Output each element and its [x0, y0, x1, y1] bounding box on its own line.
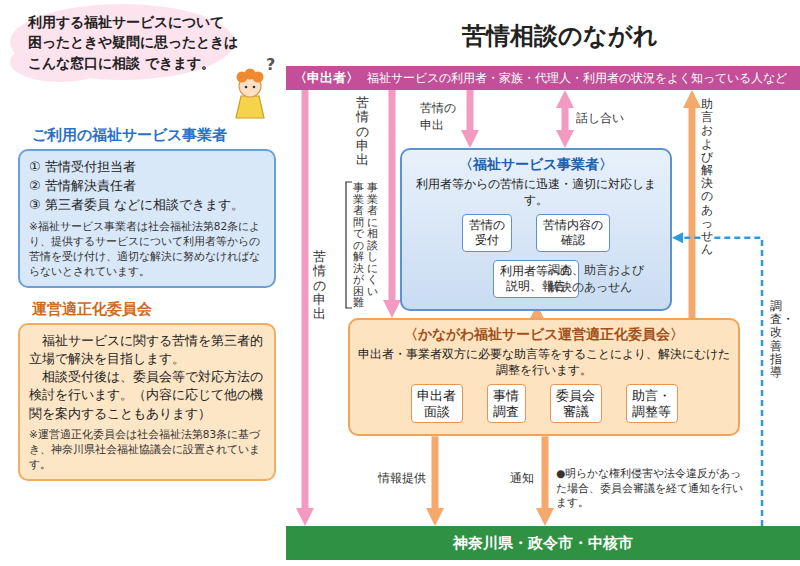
- process-box: 〈かながわ福祉サービス運営適正化委員会〉申出者・事業者双方に必要な助言等をするこ…: [348, 318, 740, 436]
- info-panel: 運営適正化委員会福祉サービスに関する苦情を第三者的立場で解決を目指します。相談受…: [18, 300, 276, 481]
- box-text: 利用者等からの苦情に迅速・適切に対応します。: [408, 176, 664, 208]
- band-text: 福祉サービスの利用者・家族・代理人・利用者の状況をよく知っている人など: [367, 70, 787, 87]
- step-box: 苦情内容の 確認: [536, 214, 610, 252]
- box-heading: 〈福祉サービス事業者〉: [408, 155, 664, 174]
- band: 〈申出者〉福祉サービスの利用者・家族・代理人・利用者の状況をよく知っている人など: [286, 66, 800, 90]
- section-frame: 福祉サービスに関する苦情を第三者的立場で解決を目指します。相談受付後は、委員会等…: [18, 323, 276, 481]
- edge-label: 調査、助言および 解決のあっせん: [548, 262, 654, 296]
- diagram-title: 苦情相談のながれ: [420, 20, 700, 52]
- edge-label: 苦情の 申出: [420, 100, 460, 134]
- body-text: ② 苦情解決責任者: [29, 177, 265, 196]
- footnote: ※運営適正化委員会は社会福祉法第83条に基づき、神奈川県社会福祉協議会に設置され…: [29, 427, 265, 473]
- band: 神奈川県・政令市・中核市: [286, 526, 800, 560]
- footnote: ※福祉サービス事業者は社会福祉法第82条により、提供するサービスについて利用者等…: [29, 219, 265, 280]
- flow-arrow: [542, 436, 549, 517]
- section-frame: ① 苦情受付担当者② 苦情解決責任者③ 第三者委員 などに相談できます。 ※福祉サ…: [18, 149, 276, 288]
- step-box: 事情 調査: [487, 384, 526, 423]
- note-text: ●明らかな権利侵害や法令違反があった場合、委員会審議を経て通知を行います。: [556, 466, 748, 510]
- edge-label: 話し合い: [576, 110, 636, 127]
- flow-arrow: [389, 90, 396, 309]
- edge-label: 助言および 解決のあっせん: [701, 98, 713, 256]
- step-text: 申出者 面談: [417, 388, 457, 419]
- edge-label: 情報提供: [378, 470, 430, 487]
- flow-arrow: [467, 90, 474, 139]
- edge-label: 調査・改善指導: [770, 300, 782, 379]
- body-text: ③ 第三者委員 などに相談できます。: [29, 196, 265, 215]
- flow-arrow: [689, 99, 696, 318]
- annotation: ?: [266, 54, 280, 76]
- step-box: 申出者 面談: [411, 384, 463, 423]
- step-text: 事情 調査: [493, 388, 520, 419]
- step-box: 苦情の 受付: [462, 214, 512, 252]
- annotation: 事業者間での解決が困難: [353, 182, 364, 309]
- box-heading: 〈かながわ福祉サービス運営適正化委員会〉: [356, 325, 732, 344]
- edge-label: 通知: [510, 470, 538, 487]
- box-text: 申出者・事業者双方に必要な助言等をすることにより、解決にむけた調整を行います。: [356, 346, 732, 378]
- step-text: 委員会 審議: [556, 388, 596, 419]
- info-panel: ご利用の福祉サービス事業者 ① 苦情受付担当者② 苦情解決責任者③ 第三者委員 な…: [18, 126, 276, 288]
- band-heading: 〈申出者〉: [294, 70, 359, 87]
- bracket: [346, 182, 352, 308]
- step-text: 苦情内容の 確認: [542, 218, 604, 248]
- section-heading: 運営適正化委員会: [32, 300, 276, 319]
- annotation: 事業者に相談しにくい: [367, 182, 378, 297]
- step-text: 苦情の 受付: [468, 218, 506, 248]
- edge-label: 苦情の申出: [356, 96, 369, 167]
- flow-arrow: [302, 90, 309, 517]
- step-text: 助言・ 調整等: [632, 388, 672, 419]
- step-box: 助言・ 調整等: [626, 384, 678, 423]
- body-text: ① 苦情受付担当者: [29, 158, 265, 177]
- section-heading: ご利用の福祉サービス事業者: [32, 126, 276, 145]
- flow-arrow: [562, 99, 569, 139]
- band-heading: 神奈川県・政令市・中核市: [453, 534, 633, 553]
- flow-arrow: [432, 436, 439, 517]
- body-text: 福祉サービスに関する苦情を第三者的立場で解決を目指します。: [29, 332, 265, 368]
- body-text: 相談受付後は、委員会等で対応方法の検討を行います。（内容に応じて他の機関を案内す…: [29, 368, 265, 422]
- person-figure: [236, 69, 264, 119]
- intro-text: 利用する福祉サービスについて 困ったときや疑問に思ったときは こんな窓口に相談 …: [28, 12, 246, 73]
- edge-label: 苦情の申出: [313, 250, 326, 321]
- step-box: 委員会 審議: [550, 384, 602, 423]
